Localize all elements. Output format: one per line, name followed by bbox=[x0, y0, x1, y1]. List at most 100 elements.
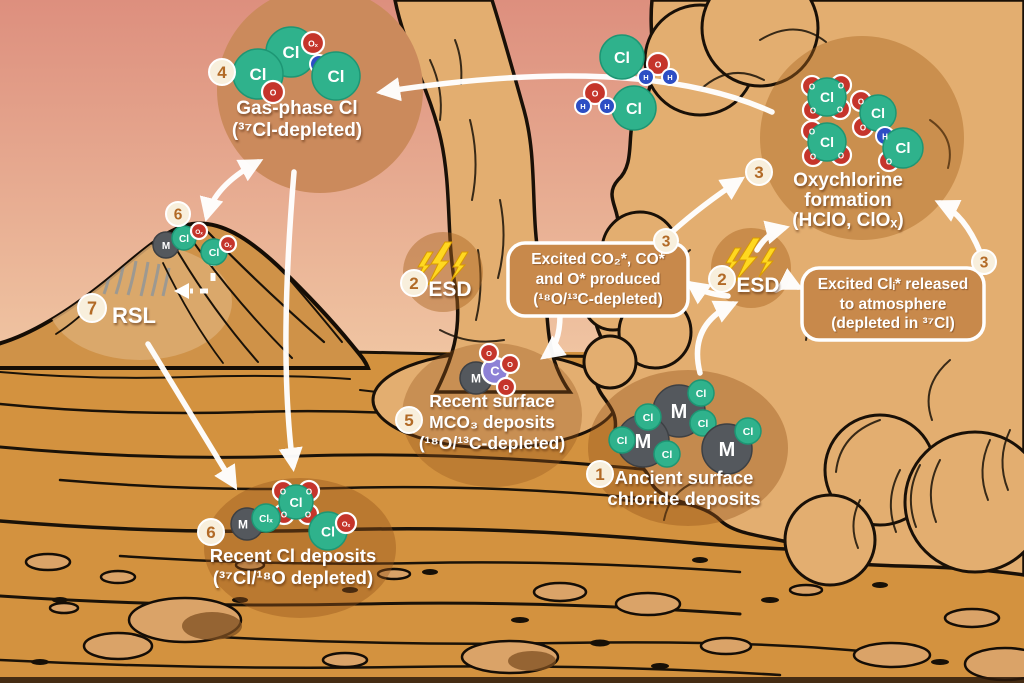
rocks bbox=[24, 552, 1024, 682]
svg-text:M: M bbox=[471, 372, 481, 386]
gas-phase-label-1: Gas-phase Cl bbox=[236, 98, 357, 119]
esd-right-label: ESD bbox=[736, 274, 779, 297]
airborne-molecules: Cl O H H Cl O H H bbox=[574, 34, 679, 131]
arrow-rsl-to-recent-deposits bbox=[145, 341, 238, 491]
svg-text:O: O bbox=[810, 107, 816, 116]
atom-label: H bbox=[580, 102, 585, 111]
svg-text:Cl: Cl bbox=[179, 234, 189, 245]
site-esd-right: 2 ESD bbox=[708, 237, 780, 297]
svg-text:O: O bbox=[838, 82, 844, 91]
svg-text:O: O bbox=[809, 128, 815, 137]
svg-text:Cl: Cl bbox=[290, 495, 303, 510]
svg-text:O: O bbox=[860, 124, 866, 133]
h-atom bbox=[574, 97, 592, 115]
badge-7-label: 7 bbox=[87, 299, 97, 319]
callout-excited-cl: Excited Clᵢ* released to atmosphere (dep… bbox=[800, 249, 997, 342]
badge-1-label: 1 bbox=[595, 465, 604, 484]
atom-label: Cl bbox=[250, 65, 267, 84]
svg-text:Cl: Cl bbox=[871, 105, 885, 121]
svg-text:O: O bbox=[886, 158, 892, 167]
svg-text:O: O bbox=[281, 511, 287, 520]
arrow-gasphase-to-recent-deposits bbox=[278, 169, 303, 473]
svg-text:C: C bbox=[490, 364, 500, 379]
atom-label: O bbox=[270, 88, 277, 98]
o-atom bbox=[645, 51, 671, 77]
svg-text:O: O bbox=[306, 488, 312, 497]
site-mco3: M C O O O 5 Recent surface MCO₃ deposits… bbox=[395, 342, 565, 453]
atom-label: O bbox=[592, 89, 599, 99]
svg-text:Oₓ: Oₓ bbox=[224, 242, 232, 249]
svg-text:O: O bbox=[838, 152, 844, 161]
svg-text:Cl: Cl bbox=[209, 247, 220, 259]
mco3-label-3: (¹⁸O/¹³C-depleted) bbox=[419, 433, 565, 453]
badge-2 bbox=[400, 269, 428, 297]
ox-atom bbox=[189, 221, 209, 241]
site-recent-cl: O O O O Cl M Clₓ Cl Oₓ 6 Recent Cl depos… bbox=[197, 479, 376, 588]
ancient-label-2: chloride deposits bbox=[607, 488, 760, 509]
svg-text:Cl: Cl bbox=[698, 418, 709, 430]
callout-box bbox=[506, 241, 690, 318]
badge-5 bbox=[395, 406, 423, 434]
badge-2 bbox=[708, 265, 736, 293]
esd-left-label: ESD bbox=[428, 278, 471, 301]
badge-3-label: 3 bbox=[980, 255, 989, 272]
atom-label: Cl bbox=[626, 101, 642, 118]
atom-label: Cl bbox=[283, 43, 300, 62]
mco3-label-2: MCO₃ deposits bbox=[429, 412, 555, 432]
badge-6 bbox=[197, 518, 225, 546]
svg-text:Cl: Cl bbox=[820, 134, 834, 150]
clx-atom bbox=[251, 503, 281, 533]
badge-3 bbox=[971, 249, 997, 275]
svg-text:O: O bbox=[809, 83, 815, 92]
cl-box-line-1: Excited Clᵢ* released bbox=[818, 276, 968, 293]
svg-text:Cl: Cl bbox=[617, 435, 628, 447]
badge-3 bbox=[745, 158, 773, 186]
h-atom bbox=[598, 97, 616, 115]
badge-3-label: 3 bbox=[662, 234, 671, 251]
badge-2-label: 2 bbox=[717, 270, 726, 289]
svg-text:M: M bbox=[719, 439, 736, 461]
oxychlorine-label-3: (HClO, ClOₓ) bbox=[792, 210, 903, 231]
arrow-ancient-to-esd bbox=[694, 300, 739, 376]
svg-text:M: M bbox=[671, 401, 688, 423]
svg-text:O: O bbox=[858, 98, 864, 107]
svg-text:H: H bbox=[882, 133, 888, 142]
arrow-esd-to-oxychlorine bbox=[754, 220, 790, 253]
arrow-esd-to-cl-box bbox=[773, 268, 804, 293]
svg-text:O: O bbox=[503, 383, 509, 392]
cl-box-line-2: to atmosphere bbox=[840, 296, 947, 313]
svg-text:Oₓ: Oₓ bbox=[342, 520, 351, 529]
badge-6-label: 6 bbox=[206, 523, 215, 542]
recent-cl-label-2: (³⁷Cl/¹⁸O depleted) bbox=[213, 567, 373, 588]
cl-box-line-3: (depleted in ³⁷Cl) bbox=[831, 315, 955, 332]
arrow-esd-to-co2-box bbox=[685, 280, 731, 305]
oxychlorine-label-1: Oxychlorine bbox=[793, 170, 903, 191]
arrow-oxychlorine-to-gasphase bbox=[376, 73, 775, 115]
svg-text:M: M bbox=[635, 431, 652, 453]
cl-atom bbox=[278, 484, 314, 520]
o-atom bbox=[582, 80, 608, 106]
callout-box bbox=[800, 266, 986, 342]
svg-text:Cl: Cl bbox=[696, 388, 707, 400]
site-rsl: 7 RSL bbox=[77, 293, 156, 328]
arrow-co2box-to-mco3 bbox=[540, 312, 567, 360]
foreground-edge bbox=[0, 677, 1024, 683]
site-oxychlorine: O O O O Cl O O Cl O O O Cl H O Cl 3 Oxyc… bbox=[745, 73, 924, 231]
o-atom bbox=[260, 79, 286, 105]
svg-text:M: M bbox=[162, 241, 170, 252]
callout-excited-co2: Excited CO₂*, CO* and O* produced (¹⁸O/¹… bbox=[506, 228, 690, 318]
atom-label: O bbox=[655, 60, 662, 70]
svg-text:Oₓ: Oₓ bbox=[195, 229, 203, 236]
svg-text:O: O bbox=[486, 349, 492, 358]
badge-4 bbox=[208, 58, 236, 86]
atom-label: Cl bbox=[328, 67, 345, 86]
co2-box-line-2: and O* produced bbox=[536, 271, 661, 288]
atom-label: Cl bbox=[614, 50, 630, 67]
svg-text:M: M bbox=[238, 518, 248, 532]
badge-5-label: 5 bbox=[404, 411, 413, 430]
atom-label: H bbox=[604, 102, 609, 111]
ox-atom bbox=[218, 234, 238, 254]
cl-atom bbox=[807, 122, 847, 162]
